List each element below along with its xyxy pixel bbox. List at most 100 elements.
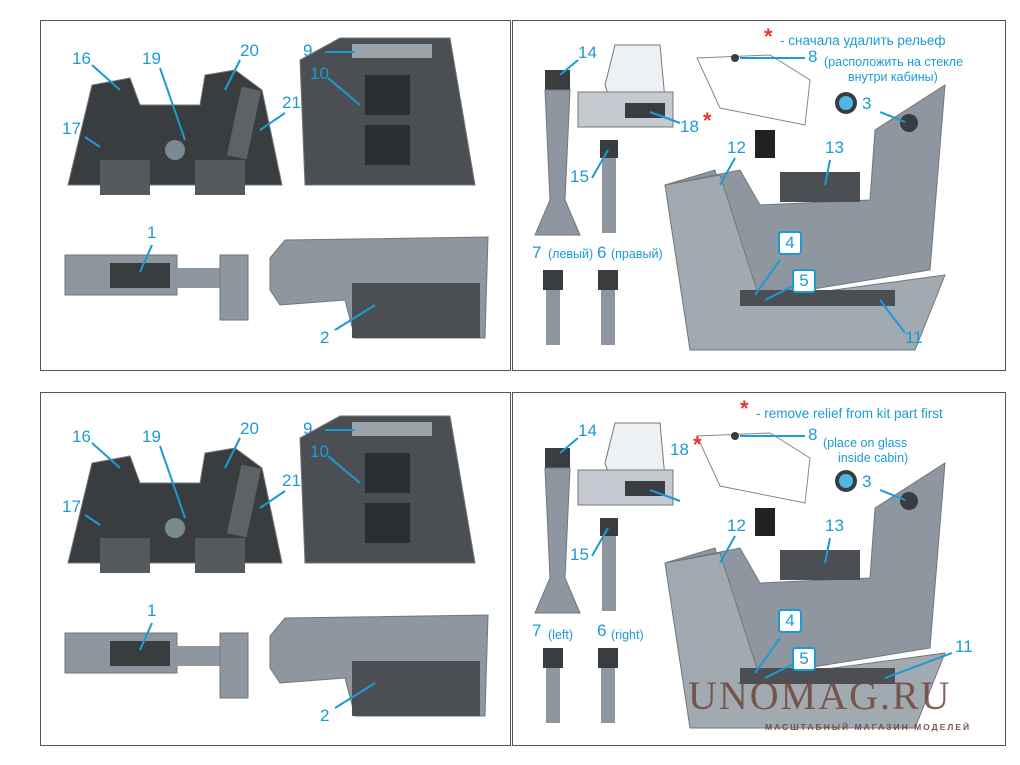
console-2-panel (352, 661, 480, 716)
part-3-disc-center (839, 96, 853, 110)
asterisk-18: * (703, 108, 712, 133)
callout-box-5: 5 (792, 647, 816, 671)
stick-7-grip (543, 648, 563, 668)
stick-15-grip (600, 140, 618, 158)
callout-16: 16 (72, 427, 91, 446)
asterisk-18: * (693, 432, 702, 457)
stick-7 (546, 668, 560, 723)
callout-2: 2 (320, 328, 330, 347)
callout-9: 9 (303, 419, 313, 438)
leader-line-20 (224, 59, 241, 91)
callout-1: 1 (147, 601, 157, 620)
console-1-panel (110, 263, 170, 288)
leader-line-4 (754, 637, 781, 674)
mfd-left (100, 160, 150, 195)
callout-13: 13 (825, 138, 844, 157)
stick-14 (534, 89, 581, 236)
callout-20: 20 (240, 419, 259, 438)
leader-line-10 (327, 455, 361, 484)
part-8-dot (731, 54, 739, 62)
callout-17: 17 (62, 497, 81, 516)
stick-15-grip (600, 518, 618, 536)
side-console-21 (226, 464, 262, 538)
mfd-upper (365, 75, 410, 115)
leader-line-21 (259, 490, 286, 509)
callout-19: 19 (142, 427, 161, 446)
callout-10: 10 (310, 64, 329, 83)
stick-6-grip (598, 648, 618, 668)
callout-6: 6 (597, 243, 607, 262)
leader-line-13 (824, 537, 831, 564)
leader-line-3 (879, 489, 906, 501)
part-8-note-line2: внутри кабины) (848, 70, 938, 84)
mfd-right (195, 160, 245, 195)
callout-10: 10 (310, 442, 329, 461)
leader-line-2 (334, 682, 376, 709)
callout-6: 6 (597, 621, 607, 640)
panel-frame-3 (512, 392, 1006, 746)
cockpit-tub-floor (664, 552, 946, 729)
part-12-decal (755, 130, 775, 158)
leader-line-11 (884, 652, 953, 679)
callout-3: 3 (862, 94, 872, 113)
callout-7: 7 (532, 243, 542, 262)
part-8-dot (731, 432, 739, 440)
part-6-note: (right) (611, 628, 644, 642)
stick-7 (546, 290, 560, 345)
console-part-1-end (219, 254, 249, 321)
console-part-1-ext (175, 646, 225, 666)
leader-line-15 (591, 527, 609, 557)
asterisk-note-star: * (764, 24, 773, 49)
mfd-lower (365, 125, 410, 165)
part-8-note-line2: inside cabin) (838, 451, 909, 465)
panel-13 (780, 172, 860, 202)
callout-box-4: 4 (778, 231, 802, 255)
callout-11: 11 (955, 637, 973, 656)
callout-18: 18 (680, 117, 699, 136)
part-3-on-tub (900, 114, 918, 132)
callout-20: 20 (240, 41, 259, 60)
part-7-note: (левый) (548, 247, 594, 261)
callout-11: 11 (905, 328, 923, 347)
callout-1: 1 (147, 223, 157, 242)
callout-14: 14 (578, 421, 597, 440)
callout-15: 15 (570, 167, 589, 186)
adi-gauge (165, 518, 185, 538)
mfd-right (195, 538, 245, 573)
callout-8: 8 (808, 425, 818, 444)
stick-6-grip (598, 270, 618, 290)
leader-line-10 (327, 77, 361, 106)
stick-7-grip (543, 270, 563, 290)
panel-frame-1 (512, 20, 1006, 371)
watermark-brand: UNOMAG.RU (688, 673, 952, 718)
watermark-tagline: МАСШТАБНЫЙ МАГАЗИН МОДЕЛЕЙ (765, 722, 972, 732)
asterisk-note-star: * (740, 396, 749, 421)
part-12-decal (755, 508, 775, 536)
leader-line-18 (649, 489, 681, 502)
asterisk-note-text: - remove relief from kit part first (756, 406, 943, 421)
callout-12: 12 (727, 516, 746, 535)
mfd-upper (365, 453, 410, 493)
leader-line-19 (159, 445, 186, 519)
panel-9-strip (352, 422, 432, 436)
leader-line-14 (559, 59, 579, 76)
part-6-note: (правый) (611, 247, 663, 261)
leader-line-15 (591, 149, 609, 179)
callout-15: 15 (570, 545, 589, 564)
callout-18: 18 (670, 440, 689, 459)
stick-6 (601, 668, 615, 723)
callout-7: 7 (532, 621, 542, 640)
part-7-note: (left) (548, 628, 573, 642)
leader-line-17 (84, 136, 101, 148)
stick-6 (601, 290, 615, 345)
cockpit-tub-floor (664, 174, 946, 351)
mfd-lower (365, 503, 410, 543)
callout-box-4: 4 (778, 609, 802, 633)
asterisk-note-text: - сначала удалить рельеф (780, 33, 946, 48)
glass-outline (696, 54, 811, 126)
leader-line-14 (559, 437, 579, 454)
console-part-1-ext (175, 268, 225, 288)
side-console-21 (226, 86, 262, 160)
